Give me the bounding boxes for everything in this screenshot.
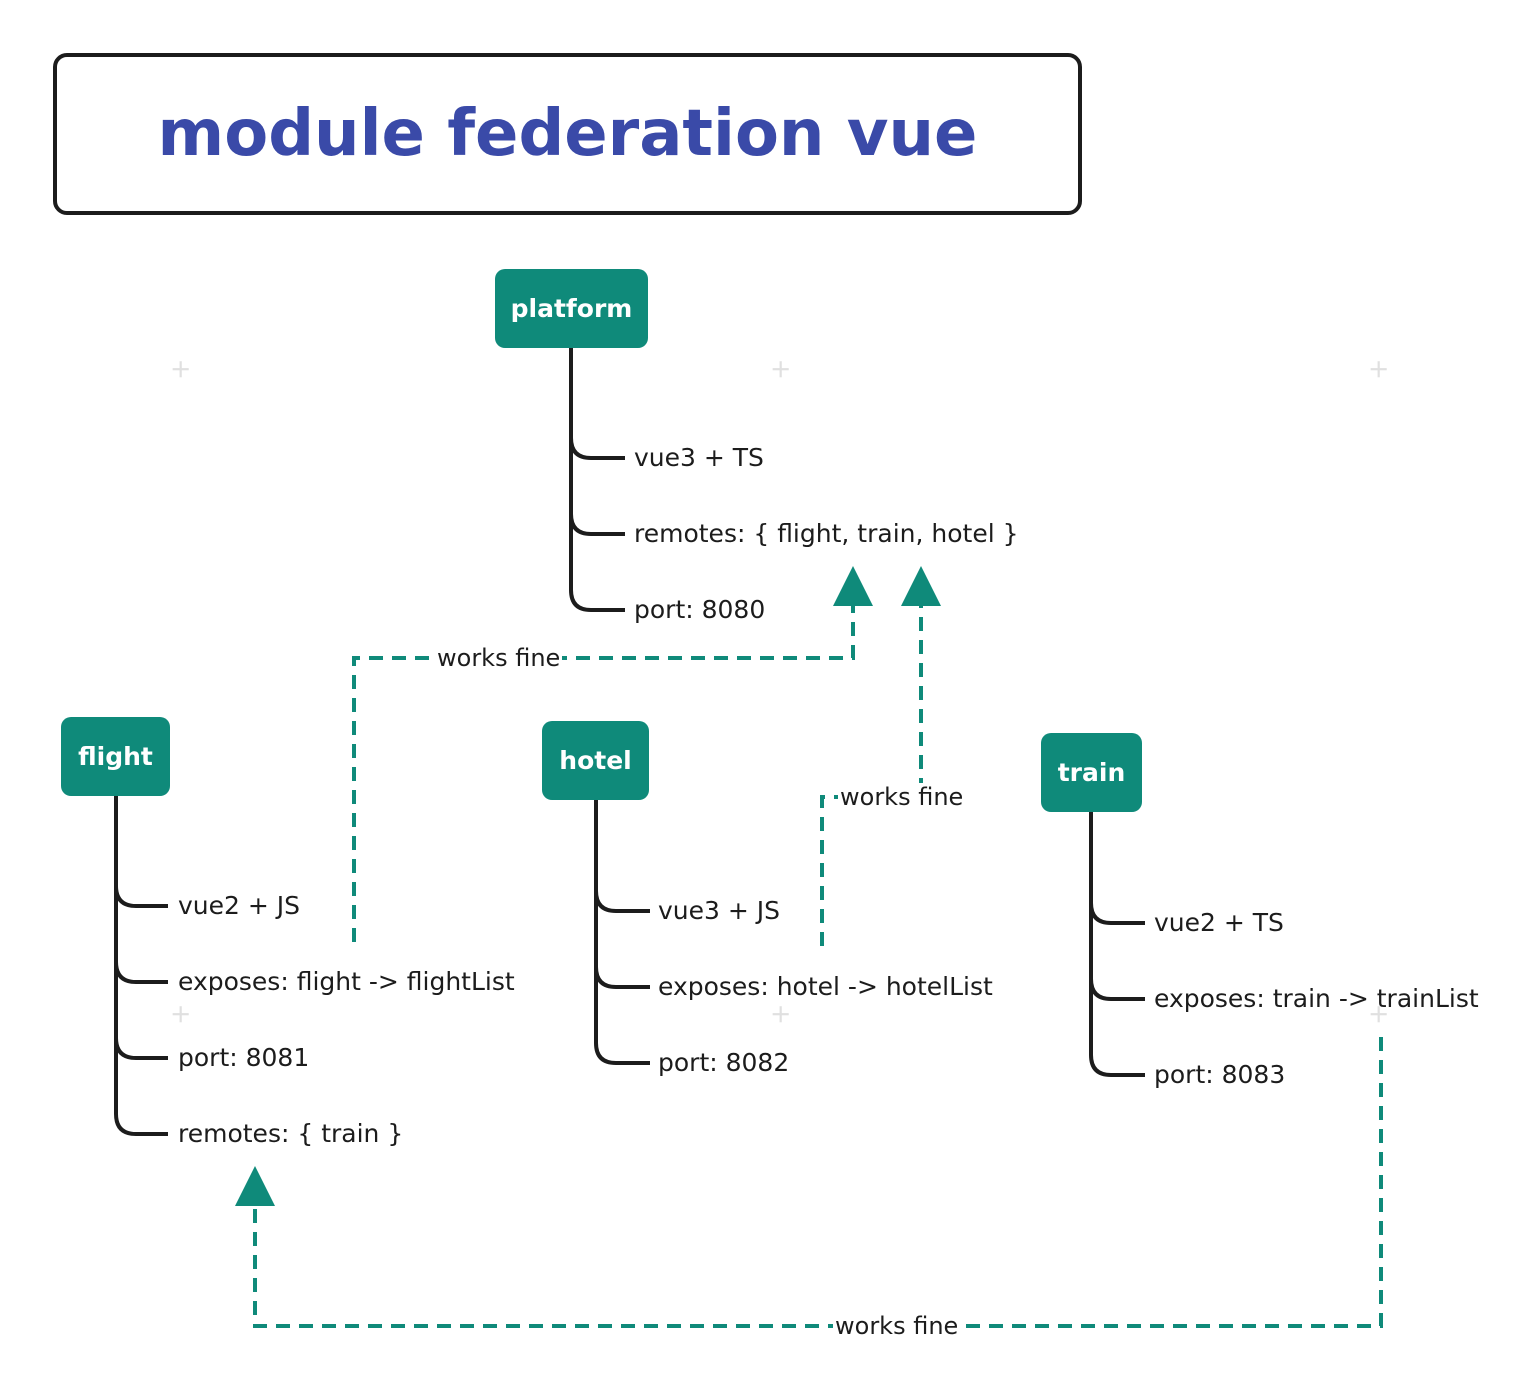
node-train[interactable]: train (1041, 733, 1142, 812)
flight-branches (114, 796, 168, 1136)
flight-item-stack[interactable]: vue2 + JS (178, 891, 301, 920)
flight-item-exposes[interactable]: exposes: flight -> flightList (178, 967, 515, 996)
hotel-item-exposes[interactable]: exposes: hotel -> hotelList (658, 972, 993, 1001)
platform-branch-2 (569, 513, 625, 536)
flight-trunk (114, 796, 168, 1136)
train-branch-2 (1089, 978, 1145, 1001)
platform-trunk (569, 348, 625, 612)
train-item-exposes[interactable]: exposes: train -> trainList (1154, 984, 1479, 1013)
train-branches (1089, 812, 1145, 1077)
relation-train-to-flight (235, 1037, 1383, 1328)
hotel-item-stack[interactable]: vue3 + JS (658, 896, 781, 925)
platform-item-port[interactable]: port: 8080 (634, 595, 766, 624)
title-box: module federation vue (53, 53, 1082, 215)
hotel-item-port[interactable]: port: 8082 (658, 1048, 790, 1077)
node-flight[interactable]: flight (61, 717, 170, 796)
hotel-branch-1 (594, 890, 650, 913)
flight-branch-1 (114, 885, 168, 908)
relation-label-train-flight[interactable]: works fine (833, 1312, 961, 1340)
hotel-branch-2 (594, 966, 650, 989)
train-branch-1 (1089, 902, 1145, 925)
train-trunk (1089, 812, 1145, 1077)
relation-hotel-to-platform (820, 566, 941, 946)
hotel-branches (594, 800, 650, 1065)
train-item-port[interactable]: port: 8083 (1154, 1060, 1286, 1089)
platform-item-remotes[interactable]: remotes: { flight, train, hotel } (634, 519, 1019, 548)
train-item-stack[interactable]: vue2 + TS (1154, 908, 1284, 937)
relation-label-flight-platform[interactable]: works fine (435, 644, 563, 672)
flight-item-port[interactable]: port: 8081 (178, 1043, 310, 1072)
node-hotel[interactable]: hotel (542, 721, 649, 800)
hotel-trunk (594, 800, 650, 1065)
platform-item-stack[interactable]: vue3 + TS (634, 443, 764, 472)
flight-branch-2 (114, 961, 168, 984)
relation-flight-to-platform (352, 566, 873, 942)
platform-branches (569, 348, 625, 612)
platform-branch-1 (569, 437, 625, 460)
page-title: module federation vue (157, 97, 978, 171)
relation-label-hotel-platform[interactable]: works fine (838, 783, 966, 811)
flight-item-remotes[interactable]: remotes: { train } (178, 1119, 404, 1148)
node-platform[interactable]: platform (495, 269, 648, 348)
flight-branch-3 (114, 1037, 168, 1060)
